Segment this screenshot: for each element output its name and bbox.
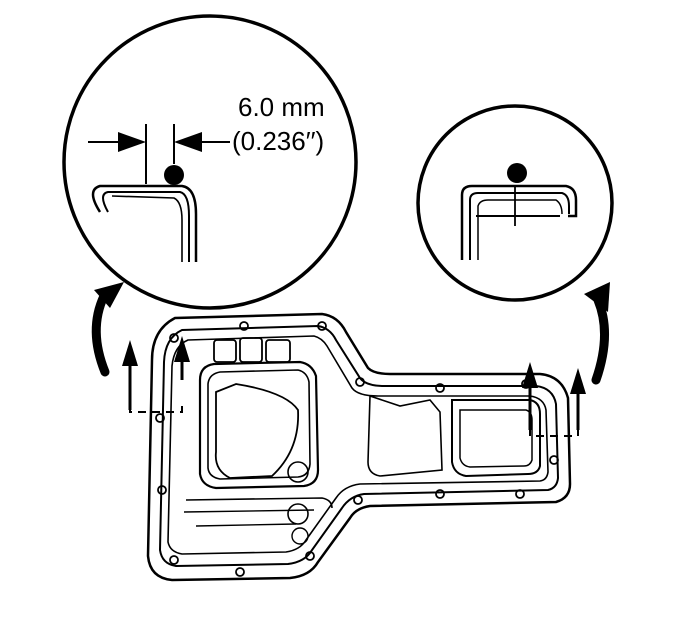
up-arrow-icon: [570, 368, 586, 394]
left-callout-arrow-icon: [91, 282, 124, 377]
left-location-markers: [122, 336, 190, 413]
right-location-markers: [522, 362, 586, 437]
left-detail-view: [62, 14, 358, 310]
oil-pan-outline: [146, 312, 572, 582]
up-arrow-icon: [522, 362, 538, 388]
dimension-arrow-left-icon: [118, 132, 146, 152]
dimension-arrow-right-icon: [174, 132, 202, 152]
dimension-label-mm: 6.0 mm: [238, 92, 325, 122]
right-detail-view: [416, 104, 614, 302]
left-sealant-bead: [164, 165, 184, 185]
left-flange-section: [91, 184, 198, 262]
right-sealant-bead: [507, 163, 527, 183]
left-detail-circle: [62, 14, 358, 310]
up-arrow-icon: [174, 336, 190, 362]
right-flange-section: [460, 184, 578, 260]
dimension-label-inches: (0.236′′): [232, 126, 325, 156]
up-arrow-icon: [122, 340, 138, 366]
right-detail-circle: [416, 104, 614, 302]
right-callout-arrow-icon: [584, 282, 610, 385]
